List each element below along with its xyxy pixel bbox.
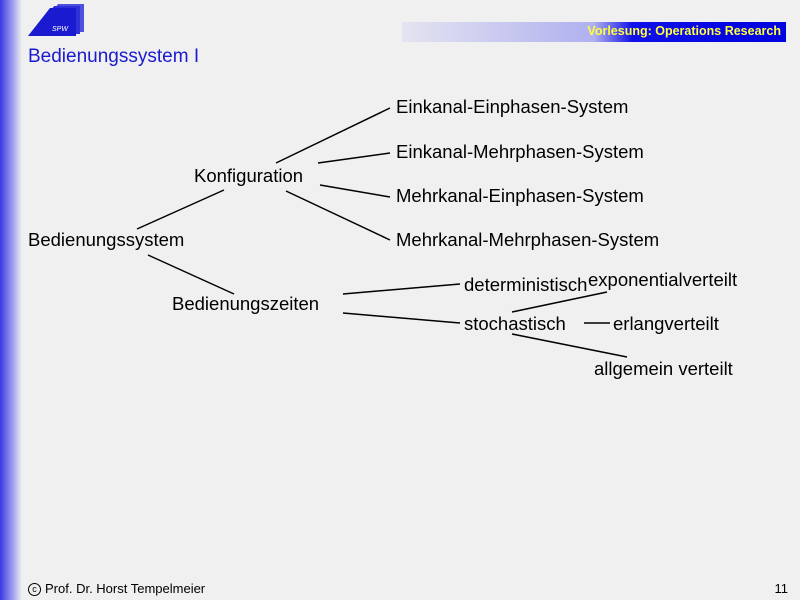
node-deterministisch: deterministisch	[464, 274, 588, 295]
page-number: 11	[774, 581, 789, 596]
copyright-icon: c	[28, 583, 41, 596]
node-einkanal-mehrphasen: Einkanal-Mehrphasen-System	[396, 141, 644, 162]
sidebar-gradient	[0, 0, 22, 600]
node-mehrkanal-einphasen: Mehrkanal-Einphasen-System	[396, 185, 644, 206]
footer-copyright: c Prof. Dr. Horst Tempelmeier	[28, 581, 205, 596]
node-stochastisch: stochastisch	[464, 313, 566, 334]
course-banner: Vorlesung: Operations Research	[402, 22, 786, 42]
node-allgemein-verteilt: allgemein verteilt	[594, 358, 733, 379]
node-mehrkanal-mehrphasen: Mehrkanal-Mehrphasen-System	[396, 229, 660, 250]
node-konfiguration: Konfiguration	[194, 165, 304, 186]
banner-text: Vorlesung: Operations Research	[587, 24, 781, 38]
node-bedienungszeiten: Bedienungszeiten	[172, 293, 320, 314]
slide-title: Bedienungssystem I	[28, 46, 200, 67]
footer-author: Prof. Dr. Horst Tempelmeier	[45, 581, 206, 596]
spw-logo: SPW	[28, 4, 84, 36]
node-erlangverteilt: erlangverteilt	[613, 313, 719, 334]
node-bedienungssystem: Bedienungssystem	[28, 229, 185, 250]
svg-text:SPW: SPW	[52, 26, 69, 33]
node-einkanal-einphasen: Einkanal-Einphasen-System	[396, 96, 629, 117]
node-exponentialverteilt: exponentialverteilt	[588, 269, 738, 290]
